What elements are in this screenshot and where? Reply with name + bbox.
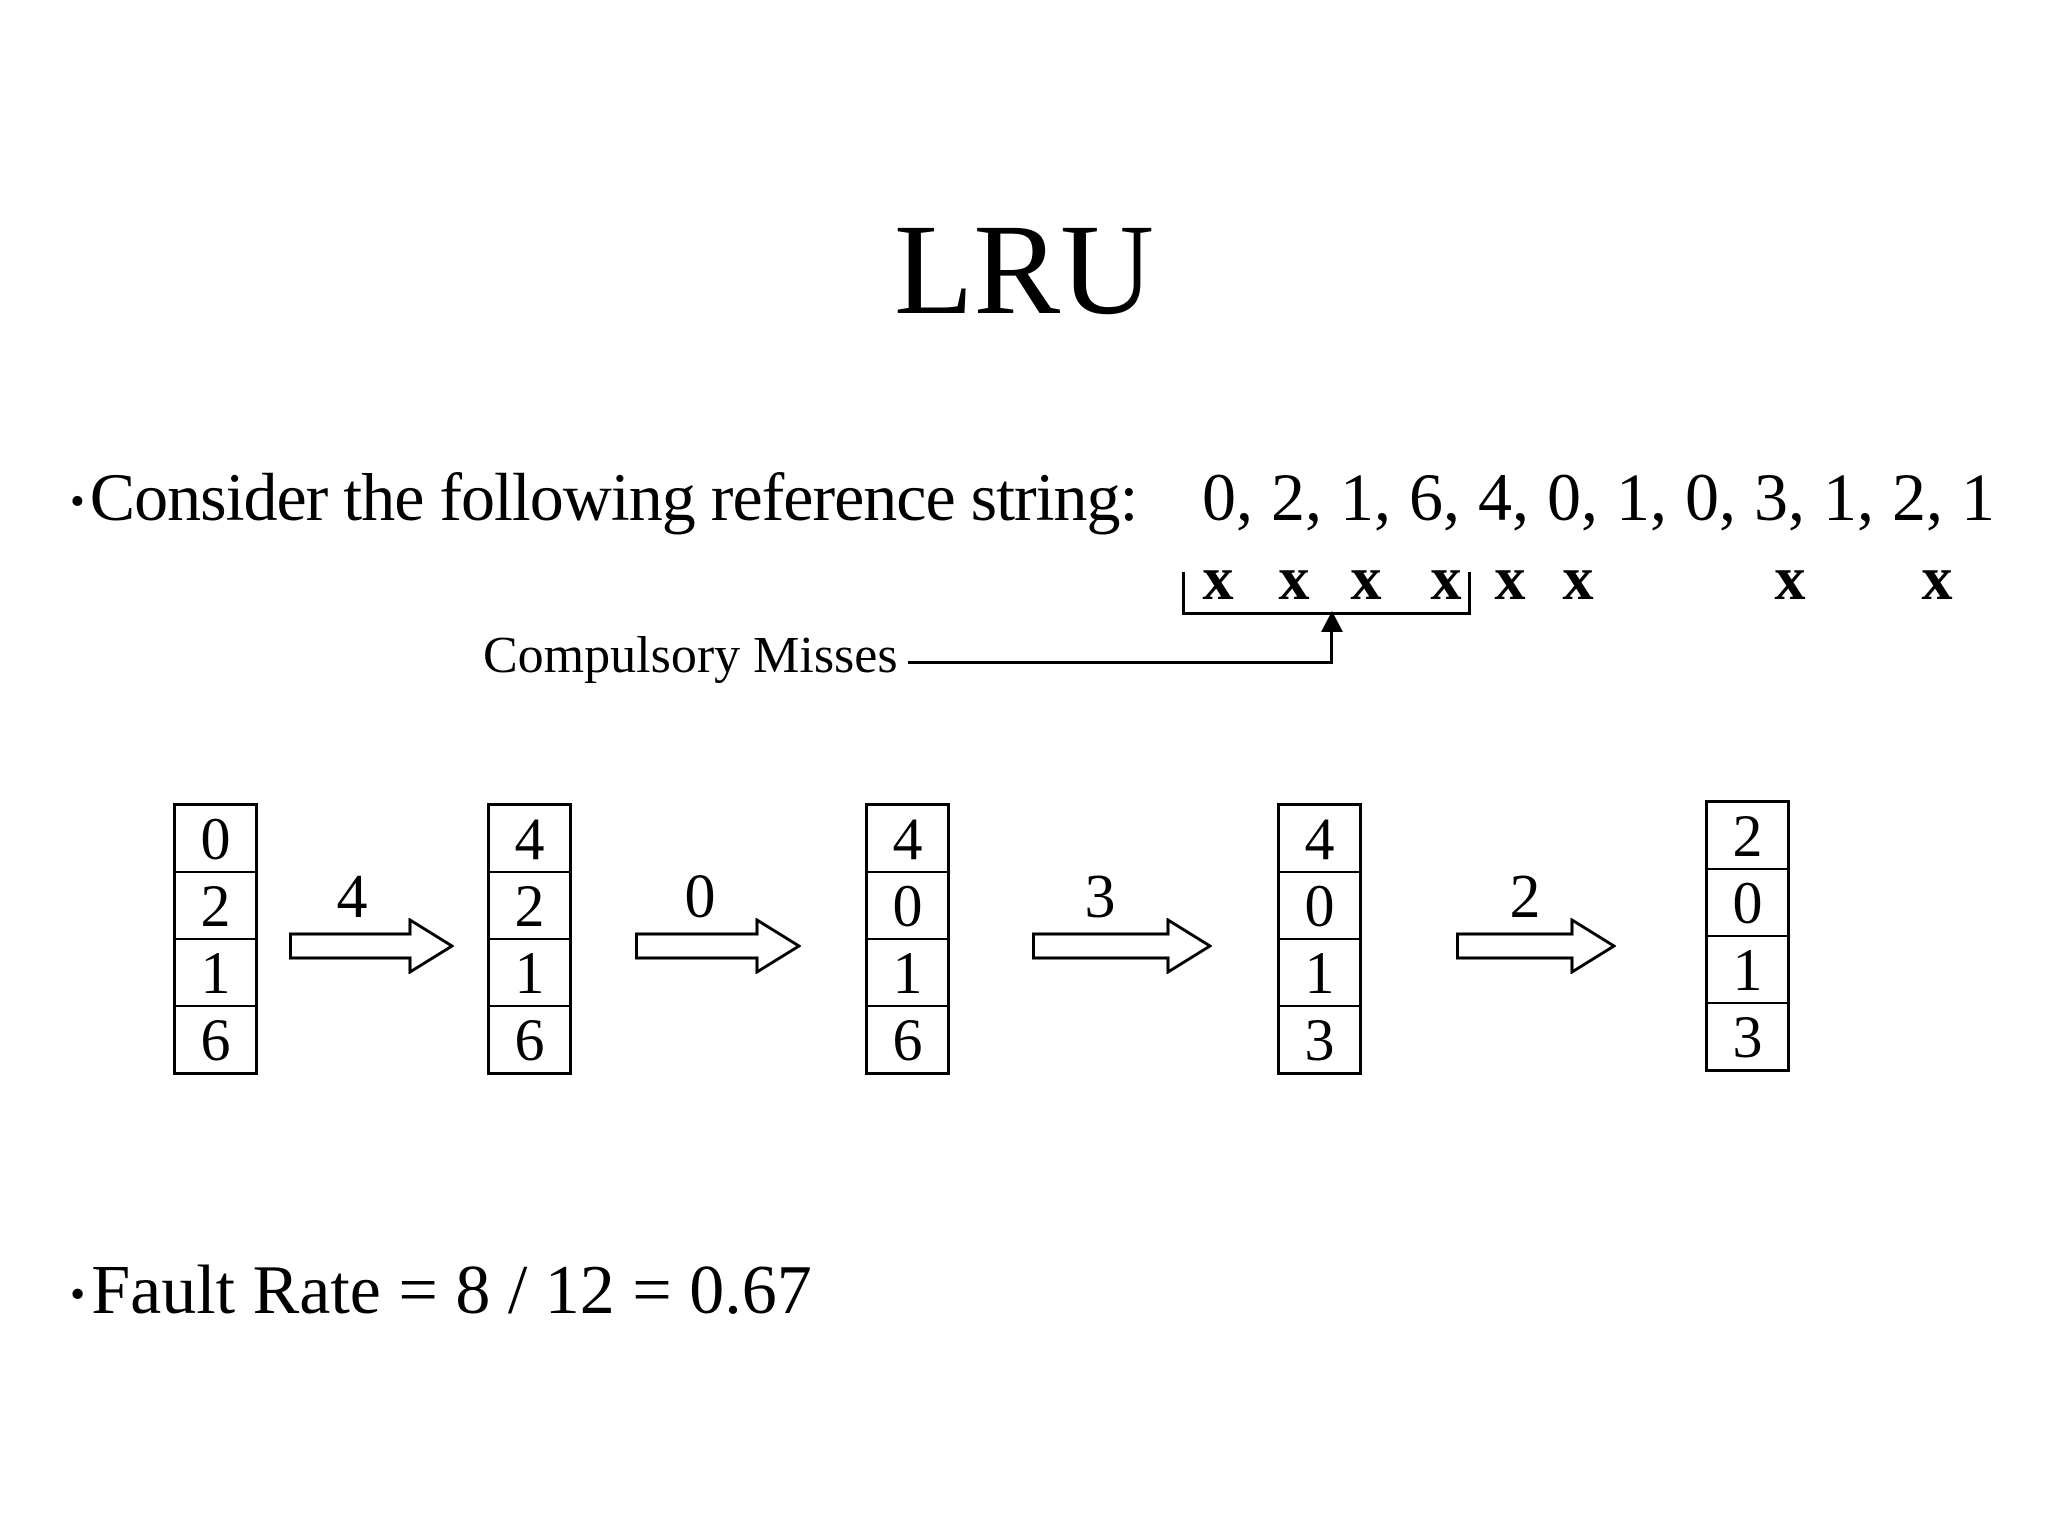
frame-cell: 4 <box>892 805 923 872</box>
block-arrow-icon-2 <box>635 918 801 974</box>
miss-mark-ref-8: x <box>1774 545 1806 613</box>
reference-value: 0, <box>1202 459 1253 535</box>
reference-value: 0, <box>1547 459 1598 535</box>
reference-value: 1 <box>1961 459 1995 535</box>
frame-cell: 0 <box>200 805 231 872</box>
transition-label-4: 2 <box>1509 863 1541 931</box>
page-title: LRU <box>894 198 1154 342</box>
frame-cell: 0 <box>868 871 947 938</box>
reference-value: 4, <box>1478 459 1529 535</box>
reference-value: 2, <box>1271 459 1322 535</box>
transition-label-3: 3 <box>1084 863 1116 931</box>
frame-cell: 4 <box>1304 805 1335 872</box>
frame-cell: 1 <box>490 938 569 1005</box>
miss-mark-ref-0: x <box>1202 545 1234 613</box>
frame-cell: 0 <box>1708 868 1787 935</box>
frame-cell: 2 <box>176 871 255 938</box>
frame-cell: 1 <box>176 938 255 1005</box>
frame-cell: 1 <box>868 938 947 1005</box>
reference-string-prefix: Consider the following reference string: <box>89 459 1139 535</box>
miss-mark-ref-5: x <box>1562 545 1594 613</box>
block-arrow-icon-4 <box>1456 918 1616 974</box>
connector-horizontal-line <box>908 661 1333 664</box>
bullet-icon: • <box>70 1269 86 1318</box>
frame-cell: 3 <box>1280 1005 1359 1072</box>
block-arrow-icon-3 <box>1032 918 1212 974</box>
reference-value: 6, <box>1409 459 1460 535</box>
bracket-right-tick <box>1468 572 1471 615</box>
miss-mark-ref-1: x <box>1278 545 1310 613</box>
reference-value: 3, <box>1754 459 1805 535</box>
frame-cell: 6 <box>176 1005 255 1072</box>
fault-rate-line: •Fault Rate = 8 / 12 = 0.67 <box>70 1256 812 1326</box>
reference-string-line: •Consider the following reference string… <box>70 463 1138 531</box>
frame-cell: 1 <box>1280 938 1359 1005</box>
bullet-icon: • <box>70 477 85 525</box>
frame-cell: 2 <box>490 871 569 938</box>
miss-mark-ref-4: x <box>1494 545 1526 613</box>
frame-cell: 6 <box>868 1005 947 1072</box>
transition-label-1: 4 <box>336 863 368 931</box>
frame-cell: 6 <box>490 1005 569 1072</box>
frame-cell: 3 <box>1708 1002 1787 1069</box>
bracket-left-tick <box>1182 572 1185 615</box>
reference-value: 0, <box>1685 459 1736 535</box>
miss-mark-ref-3: x <box>1430 545 1462 613</box>
reference-value: 1, <box>1616 459 1667 535</box>
frame-cell: 1 <box>1708 935 1787 1002</box>
fault-rate-text: Fault Rate = 8 / 12 = 0.67 <box>91 1252 812 1329</box>
connector-vertical-line <box>1330 630 1333 664</box>
reference-value: 2, <box>1892 459 1943 535</box>
up-arrowhead-icon <box>1321 611 1343 632</box>
frame-cell: 4 <box>514 805 545 872</box>
compulsory-misses-label: Compulsory Misses <box>483 627 898 684</box>
frame-cell: 2 <box>1732 802 1763 869</box>
miss-mark-ref-2: x <box>1350 545 1382 613</box>
miss-mark-ref-10: x <box>1921 545 1953 613</box>
reference-value: 1, <box>1823 459 1874 535</box>
reference-value: 1, <box>1340 459 1391 535</box>
frame-cell: 0 <box>1280 871 1359 938</box>
transition-label-2: 0 <box>684 863 716 931</box>
block-arrow-icon-1 <box>289 918 454 974</box>
